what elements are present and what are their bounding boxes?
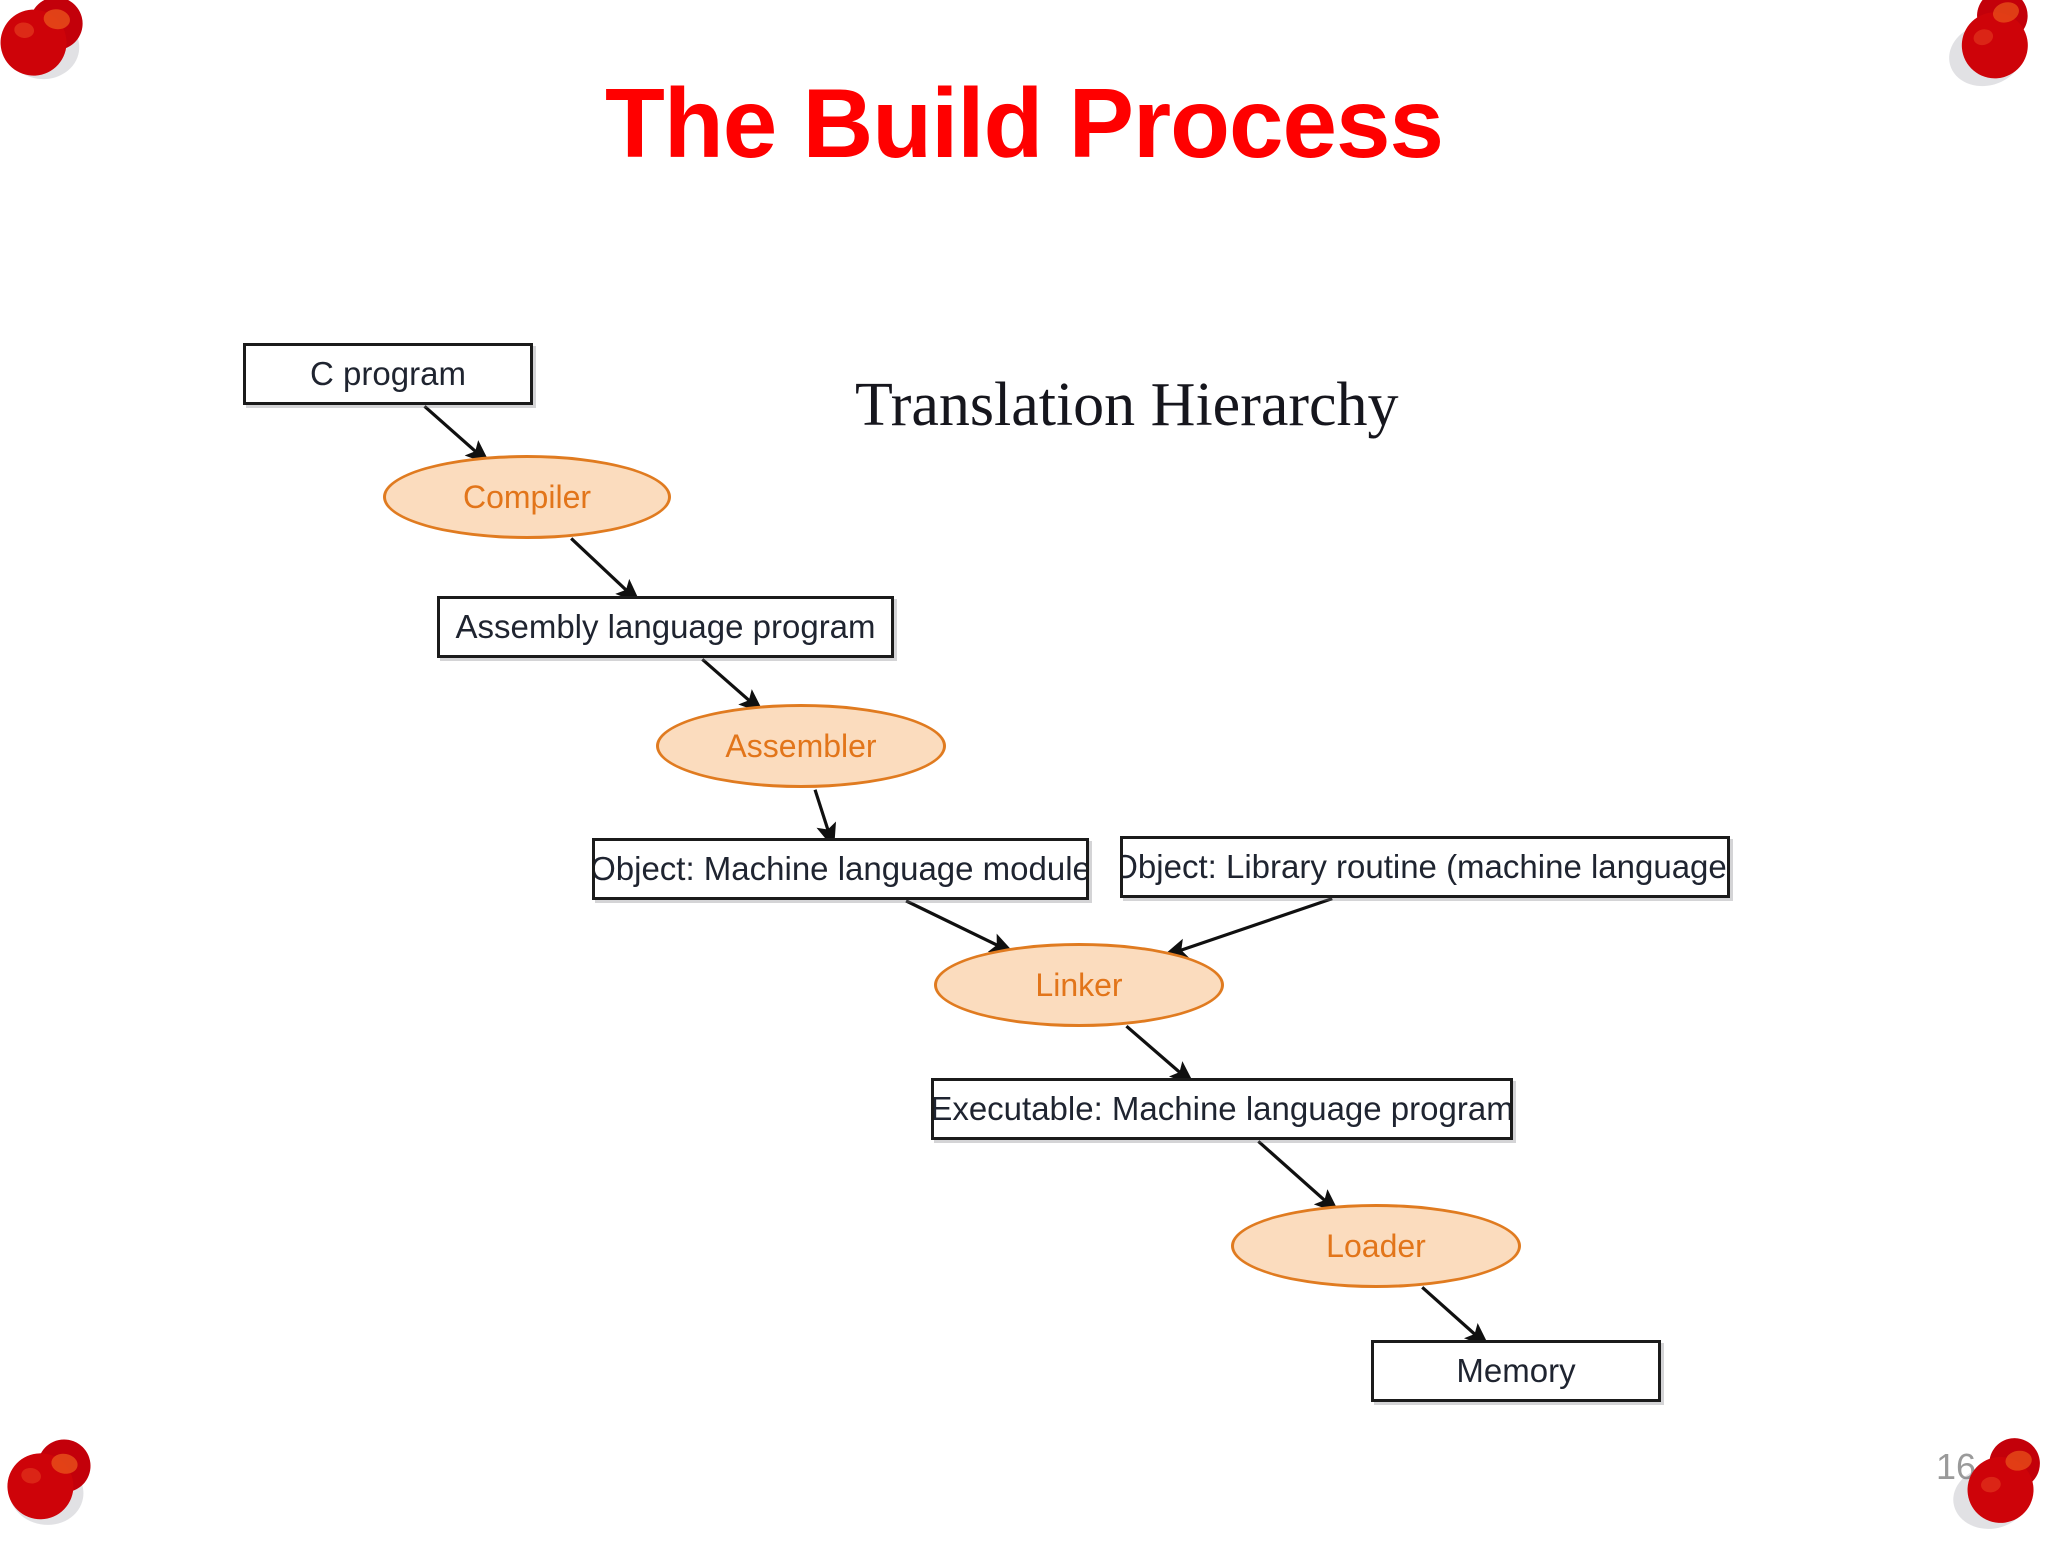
diagram-node-object-mod: Object: Machine language module	[592, 838, 1089, 900]
diagram-node-label: Object: Library routine (machine languag…	[1120, 848, 1730, 885]
diagram-node-assembly: Assembly language program	[437, 596, 894, 658]
diagram-node-label: Linker	[1035, 967, 1123, 1003]
diagram-edge-object-lib-to-linker	[1161, 897, 1333, 959]
diagram-edge-compiler-to-assembly	[570, 537, 641, 604]
diagram-node-label: Executable: Machine language program	[931, 1090, 1513, 1127]
diagram-edge-linker-to-executable	[1125, 1024, 1195, 1086]
diagram-node-label: Object: Machine language module	[592, 850, 1089, 887]
diagram-node-loader: Loader	[1231, 1204, 1521, 1288]
diagram-node-compiler: Compiler	[383, 455, 671, 539]
diagram-edge-object-mod-to-linker	[905, 899, 1016, 955]
diagram-node-label: Memory	[1456, 1352, 1576, 1389]
diagram-node-executable: Executable: Machine language program	[931, 1078, 1513, 1140]
diagram-node-linker: Linker	[934, 943, 1224, 1027]
diagram-node-c-program: C program	[243, 343, 533, 405]
diagram-node-label: Compiler	[462, 479, 592, 515]
diagram-node-label: C program	[310, 355, 466, 392]
diagram-node-memory: Memory	[1371, 1340, 1661, 1402]
diagram-edge-executable-to-loader	[1257, 1140, 1340, 1214]
diagram-edge-c-program-to-compiler	[423, 405, 491, 465]
page-title: The Build Process	[604, 68, 1444, 178]
diagram-node-label: Loader	[1326, 1228, 1426, 1264]
slide-page-number: 16	[1935, 1446, 1976, 1487]
diagram-node-label: Assembler	[725, 728, 877, 764]
diagram-node-object-lib: Object: Library routine (machine languag…	[1120, 836, 1730, 898]
diagram-edge-loader-to-memory	[1421, 1286, 1490, 1348]
diagram-edge-assembly-to-assembler	[701, 658, 765, 714]
diagram-node-assembler: Assembler	[656, 704, 946, 788]
diagram-node-label: Assembly language program	[455, 608, 876, 645]
diagram-heading: Translation Hierarchy	[855, 371, 1399, 439]
